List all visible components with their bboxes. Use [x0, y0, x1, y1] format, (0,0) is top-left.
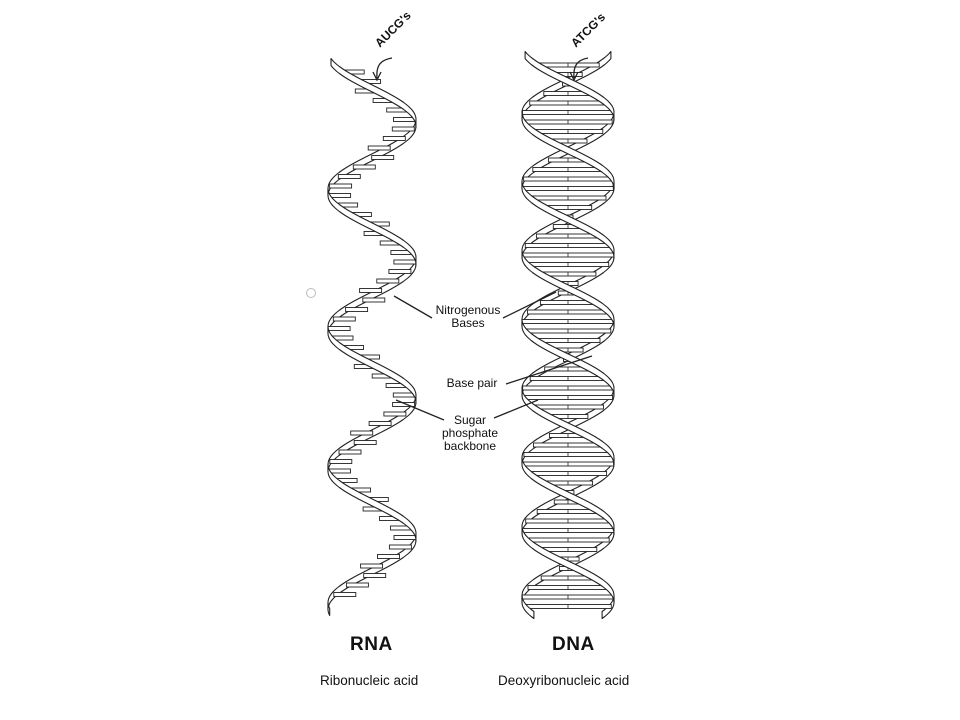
nitrogenous-line1: Nitrogenous [435, 303, 501, 317]
callout-lines [306, 57, 593, 421]
rna-base [338, 449, 362, 455]
sugar-phosphate-backbone-label: Sugar phosphate backbone [434, 414, 506, 453]
dna-arrow [573, 57, 589, 79]
rna-base [388, 544, 412, 550]
rna-base [353, 440, 377, 445]
rna-base [332, 316, 356, 322]
rna-base [360, 563, 384, 569]
rna-base [382, 136, 406, 141]
rna-base [345, 307, 369, 312]
dna-title: DNA [552, 634, 595, 655]
rna-base [368, 421, 392, 426]
rna-backbone-segment [327, 463, 417, 543]
rna-base [393, 117, 416, 122]
dna-backbone-segment [521, 318, 615, 398]
dna-backbone-segment [521, 594, 535, 620]
rna-base [376, 278, 400, 284]
rna-base [352, 164, 376, 170]
sugar-line1: Sugar [453, 413, 487, 427]
rna-base [329, 183, 353, 189]
dna-backbone-segment [521, 180, 615, 260]
sugar-line2: phosphate [441, 426, 499, 440]
nitrogenous-leader-dna [502, 291, 557, 319]
rna-base [393, 535, 417, 540]
base-pair-label: Base pair [446, 376, 498, 390]
rna-base [377, 554, 400, 559]
nitrogenous-line2: Bases [451, 316, 485, 330]
sugar-leader-dna [493, 399, 539, 419]
sugar-leader-rna [395, 399, 445, 421]
dna-backbone-segment [521, 526, 615, 604]
base-pair-leader [505, 355, 593, 385]
dna-backbone-segment [521, 112, 615, 190]
rna-base [391, 126, 415, 132]
rna-front-strand [327, 57, 417, 617]
rna-base [362, 297, 386, 303]
rna-base [328, 468, 351, 474]
nitrogenous-leader-rna [393, 295, 433, 319]
rna-base [350, 430, 374, 436]
rna-base [337, 174, 361, 179]
dna-front-strand [521, 50, 615, 620]
dna-helix [521, 50, 615, 620]
rna-base [345, 582, 369, 588]
dna-backbone-segment [524, 50, 615, 122]
rna-base [367, 145, 391, 151]
rna-title: RNA [350, 634, 393, 655]
rna-base [327, 326, 351, 331]
rna-bases [327, 69, 417, 597]
dna-backbone-segment [521, 250, 615, 328]
rna-base [393, 259, 417, 265]
rna-arrow [376, 57, 393, 79]
rna-base [388, 269, 412, 274]
nitrogenous-bases-label: Nitrogenous Bases [430, 304, 506, 330]
rna-base [363, 573, 387, 578]
rna-base [359, 288, 383, 293]
dna-arrow-head [569, 71, 579, 82]
rna-base [371, 155, 395, 160]
dna-bases [521, 62, 615, 609]
dna-backbone-segment [521, 388, 615, 466]
sugar-line3: backbone [443, 439, 497, 453]
rna-backbone-segment [327, 325, 417, 405]
rna-backbone-segment [327, 601, 331, 617]
rna-base [383, 411, 407, 417]
dna-subtitle: Deoxyribonucleic acid [498, 673, 630, 688]
rna-arrow-head [372, 71, 382, 82]
rna-backbone-segment [327, 187, 417, 267]
rna-backbone-segment [330, 57, 417, 129]
rna-base [329, 459, 353, 464]
rna-base [333, 592, 357, 597]
rna-helix [327, 57, 417, 617]
rna-subtitle: Ribonucleic acid [320, 673, 419, 688]
small-ring-mark [306, 288, 316, 298]
dna-backbone-segment [521, 456, 615, 536]
